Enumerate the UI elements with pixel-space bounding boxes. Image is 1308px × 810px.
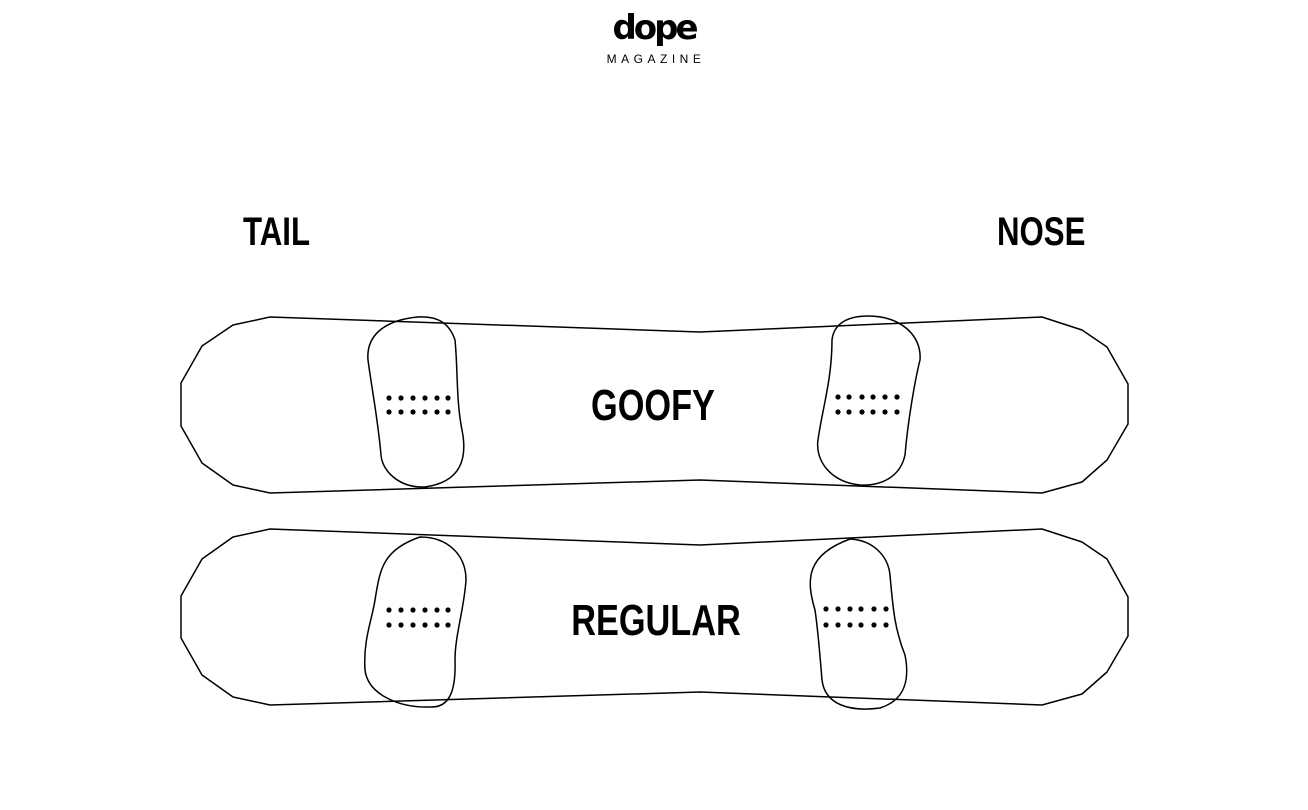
regular-back-inserts: [386, 607, 451, 628]
regular-back-binding: [363, 536, 467, 708]
regular-board-outline: [180, 528, 1129, 706]
goofy-front-binding: [816, 315, 921, 486]
tail-label: TAIL: [243, 210, 311, 254]
regular-front-binding: [809, 538, 908, 710]
goofy-back-inserts: [386, 395, 451, 415]
nose-label: NOSE: [997, 210, 1086, 254]
goofy-front-inserts: [835, 394, 900, 415]
insert-dots: [386, 394, 900, 628]
logo-wordmark: dope: [612, 8, 698, 48]
regular-label: REGULAR: [571, 596, 741, 645]
goofy-back-binding: [367, 316, 465, 488]
dope-magazine-logo: dope MAGAZINE: [0, 8, 1308, 66]
goofy-board-outline: [180, 316, 1129, 494]
goofy-label: GOOFY: [591, 381, 715, 430]
regular-front-inserts: [823, 606, 889, 628]
logo-subtitle: MAGAZINE: [606, 52, 706, 66]
